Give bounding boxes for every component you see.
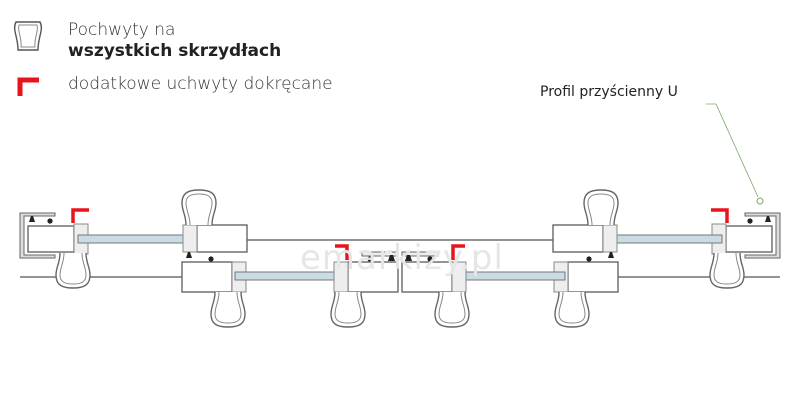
- callout-wall-profile: Profil przyścienny U: [540, 84, 678, 100]
- watermark: emarkizy.pl: [300, 238, 504, 278]
- handle-legend-icon: [13, 21, 43, 51]
- legend-handles-line1: Pochwyty na: [68, 20, 176, 40]
- callout-leader: [706, 103, 764, 205]
- red-handle-legend-icon: [17, 77, 39, 96]
- legend-handles-line2: wszystkich skrzydłach: [68, 41, 282, 61]
- legend-extra-handles: dodatkowe uchwyty dokręcane: [68, 74, 333, 94]
